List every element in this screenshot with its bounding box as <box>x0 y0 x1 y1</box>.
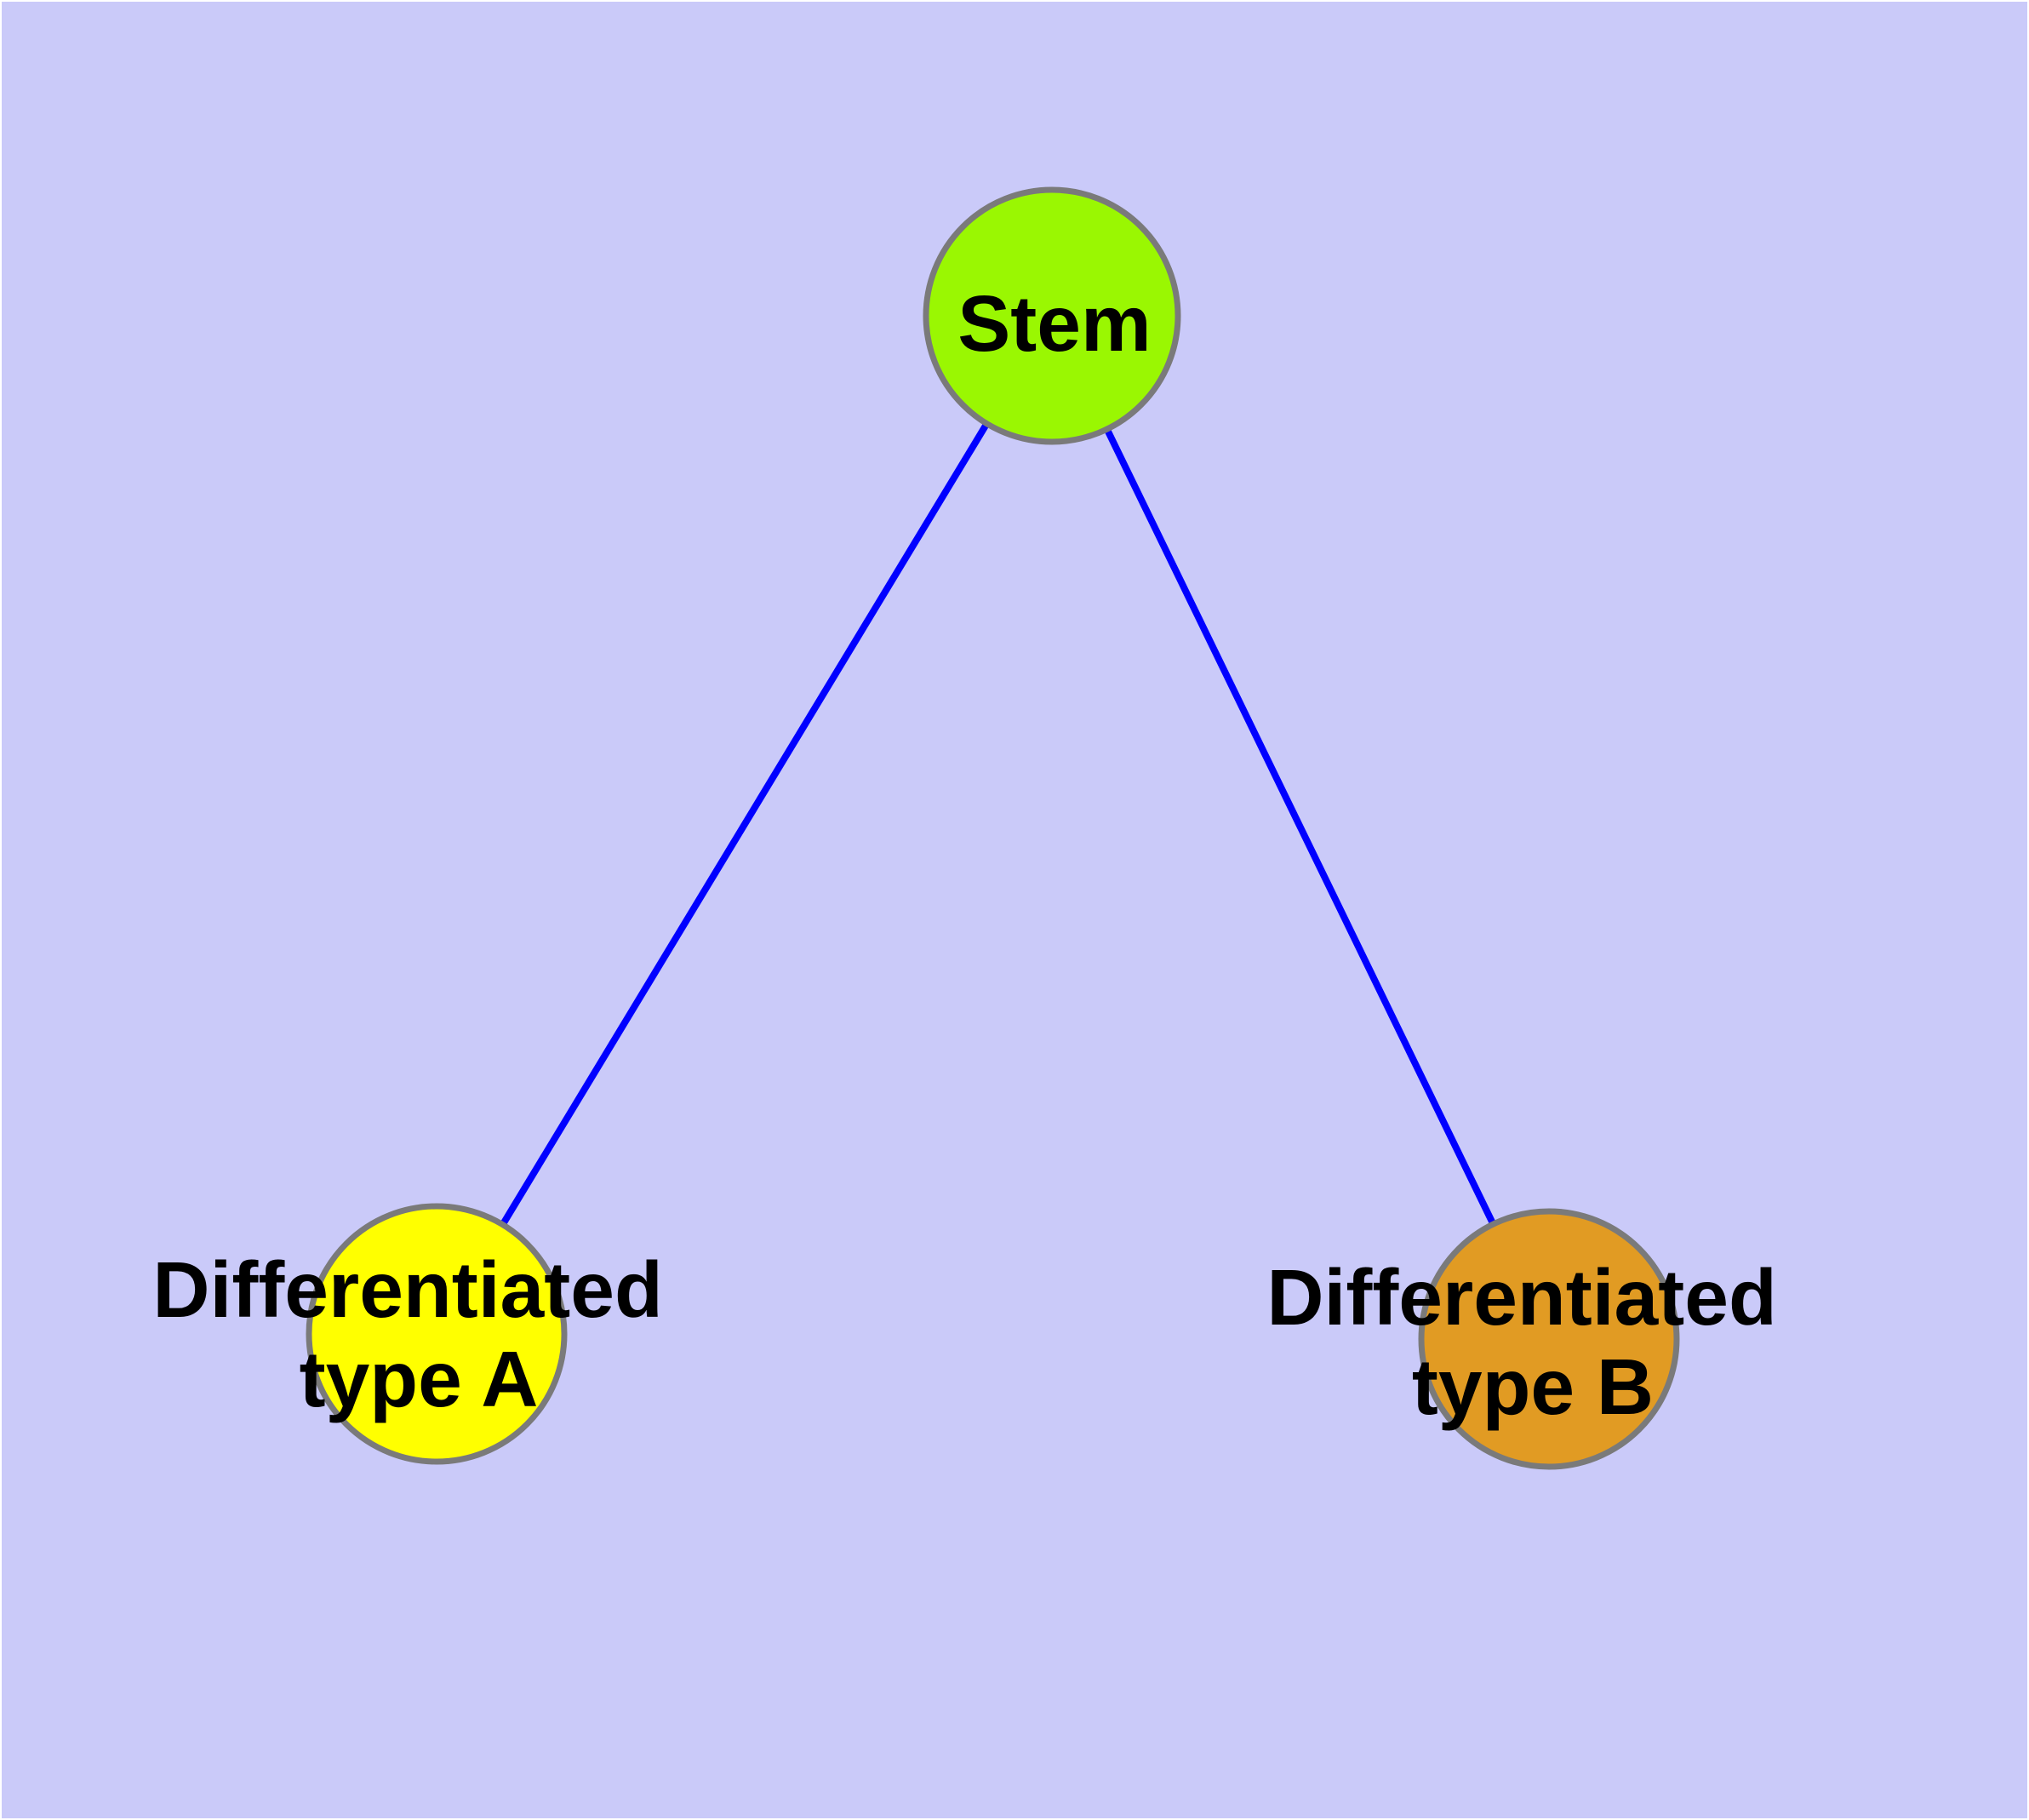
node-differentiated-type-a-label: Differentiated type A <box>152 1245 684 1423</box>
edge-stem-to-typeA <box>433 313 1055 1336</box>
node-differentiated-type-a-label-line2: type A <box>300 1335 539 1423</box>
node-differentiated-type-a <box>306 1203 568 1465</box>
node-differentiated-type-b-label: Differentiated type B <box>1266 1253 1798 1431</box>
node-differentiated-type-b <box>1418 1208 1680 1470</box>
edge-stem-to-typeB <box>1049 314 1552 1341</box>
node-stem <box>923 186 1181 445</box>
node-differentiated-type-b-label-line1: Differentiated <box>1266 1253 1776 1342</box>
node-differentiated-type-a-label-line1: Differentiated <box>152 1245 662 1334</box>
node-stem-label: Stem <box>957 279 1151 368</box>
node-differentiated-type-b-label-line2: type B <box>1412 1342 1654 1431</box>
